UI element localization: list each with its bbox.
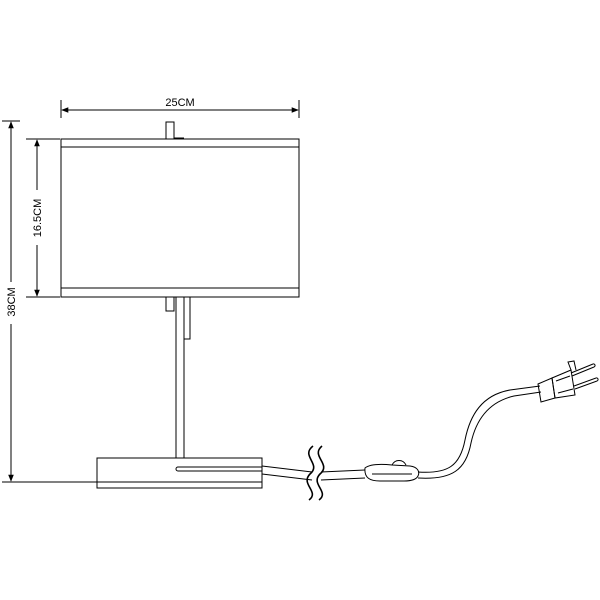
lamp-base (96, 457, 263, 489)
lamp-stem (165, 296, 191, 458)
shade-height-dimension: 16.5CM (26, 138, 60, 298)
total-height-label: 38CM (6, 287, 18, 316)
power-cord (261, 385, 542, 501)
inline-switch (364, 460, 420, 482)
power-plug (537, 360, 599, 403)
width-dimension: 25CM (60, 97, 300, 118)
width-label: 25CM (165, 97, 194, 109)
shade-height-label: 16.5CM (32, 199, 44, 238)
lamp-shade (60, 121, 300, 298)
total-height-dimension: 38CM (2, 120, 98, 483)
